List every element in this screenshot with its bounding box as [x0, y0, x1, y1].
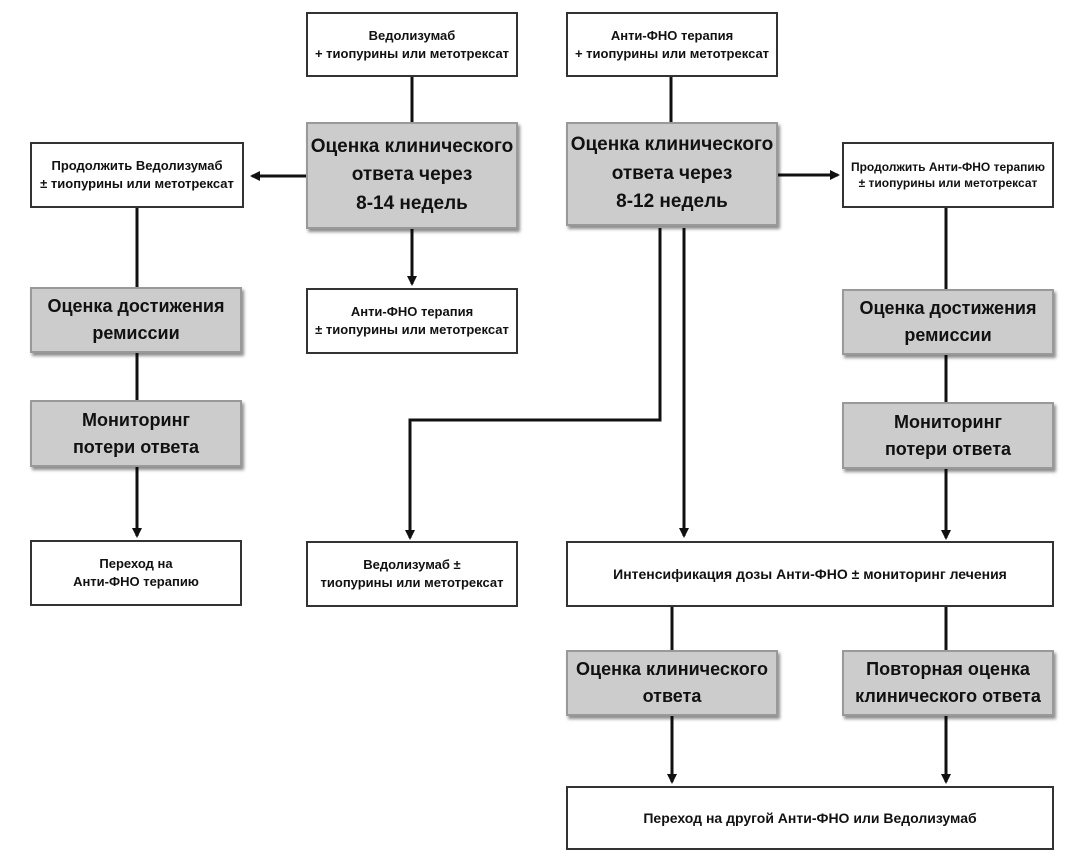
node-antitnf-therapy-mid: Анти-ФНО терапия ± тиопурины или метотре…: [306, 288, 518, 354]
node-text-line: клинического ответа: [855, 686, 1041, 706]
node-reeval-clinical-response: Повторная оценка клинического ответа: [842, 650, 1054, 716]
node-antitnf-start: Анти-ФНО терапия + тиопурины или метотре…: [566, 12, 778, 77]
node-text-line: ремиссии: [904, 325, 992, 345]
node-text-line: потери ответа: [72, 436, 200, 457]
node-text-line: ремиссии: [92, 323, 180, 343]
arrow-eval-right-to-vedo-mid: [405, 228, 662, 540]
node-text-line: Оценка клинического: [576, 659, 768, 679]
node-text-line: + тиопурины или метотрексат: [574, 45, 770, 61]
node-text-line: потери ответа: [884, 438, 1012, 459]
node-vedolizumab-start: Ведолизумаб + тиопурины или метотрексат: [306, 12, 518, 77]
node-text-line: Продолжить Анти-ФНО терапию: [850, 159, 1046, 174]
node-remission-left: Оценка достижения ремиссии: [30, 287, 242, 353]
node-continue-antitnf: Продолжить Анти-ФНО терапию ± тиопурины …: [842, 142, 1054, 208]
node-text-line: Переход на другой Анти-ФНО или Ведолизум…: [643, 809, 977, 826]
node-text-line: ± тиопурины или метотрексат: [858, 176, 1038, 190]
node-monitoring-left: Мониторинг потери ответа: [30, 400, 242, 467]
node-eval-clinical-response: Оценка клинического ответа: [566, 650, 778, 716]
node-text-line: тиопурины или метотрексат: [320, 575, 504, 590]
node-text-line: ± тиопурины или метотрексат: [315, 322, 509, 337]
node-text-line: + тиопурины или метотрексат: [314, 45, 510, 61]
node-eval-response-8-14: Оценка клинического ответа через 8-14 не…: [306, 122, 518, 229]
node-text-line: Переход на: [99, 556, 173, 572]
node-text-line: Ведолизумаб ±: [363, 557, 461, 573]
node-text-line: Мониторинг: [82, 409, 190, 430]
node-remission-right: Оценка достижения ремиссии: [842, 289, 1054, 355]
node-text-line: ответа через: [351, 164, 473, 186]
node-switch-other-antitnf-or-vedolizumab: Переход на другой Анти-ФНО или Ведолизум…: [566, 786, 1054, 850]
node-text-line: 8-12 недель: [616, 191, 728, 213]
node-text-line: Оценка достижения: [859, 298, 1037, 318]
node-text-line: Оценка достижения: [47, 296, 225, 316]
node-text-line: Мониторинг: [894, 411, 1002, 432]
node-text-line: ± тиопурины или метотрексат: [40, 176, 234, 191]
node-text-line: Продолжить Ведолизумаб: [51, 158, 223, 174]
node-dose-intensification: Интенсификация дозы Анти-ФНО ± мониторин…: [566, 541, 1054, 607]
node-text-line: Интенсификация дозы Анти-ФНО ± мониторин…: [613, 565, 1007, 582]
node-continue-vedolizumab: Продолжить Ведолизумаб ± тиопурины или м…: [30, 142, 244, 208]
node-text-line: ответа: [642, 686, 702, 706]
node-text-line: ответа через: [611, 162, 733, 184]
node-text-line: Анти-ФНО терапия: [350, 304, 474, 320]
node-text-line: Ведолизумаб: [368, 27, 456, 43]
node-monitoring-right: Мониторинг потери ответа: [842, 402, 1054, 469]
node-vedolizumab-mid: Ведолизумаб ± тиопурины или метотрексат: [306, 541, 518, 607]
node-eval-response-8-12: Оценка клинического ответа через 8-12 не…: [566, 122, 778, 226]
node-text-line: Анти-ФНО терапию: [73, 574, 199, 589]
node-text-line: Анти-ФНО терапия: [610, 27, 734, 43]
node-text-line: Оценка клинического: [570, 134, 774, 156]
node-text-line: Оценка клинического: [310, 135, 514, 157]
node-switch-to-antitnf: Переход на Анти-ФНО терапию: [30, 540, 242, 606]
node-text-line: Повторная оценка: [866, 659, 1030, 679]
node-text-line: 8-14 недель: [356, 192, 468, 214]
